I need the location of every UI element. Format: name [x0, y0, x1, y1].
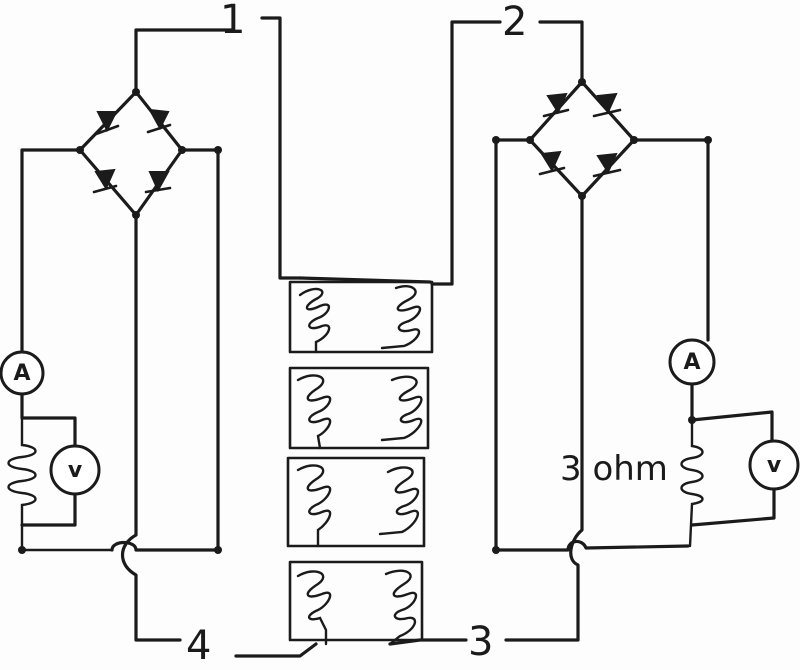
- transformer-stage-2: [288, 366, 430, 450]
- transformer-stage-4: [288, 560, 424, 642]
- left-ammeter-symbol: A: [13, 361, 31, 386]
- left-bridge-diode-1: [94, 111, 120, 136]
- left-circuit: [0, 28, 234, 642]
- left-dc-output-wire: [20, 148, 82, 354]
- right-bridge-diode-2: [592, 92, 622, 118]
- terminal-2-label: 2: [502, 0, 528, 45]
- right-resistor-label: 3 ohm: [560, 449, 668, 489]
- left-bridge-diode-3: [92, 168, 118, 194]
- left-bridge-diode-4: [144, 171, 172, 194]
- right-ac-wire: [430, 20, 502, 286]
- left-resistor: [7, 416, 114, 552]
- left-voltmeter-symbol: v: [67, 458, 83, 483]
- right-bridge-diode-3: [538, 150, 566, 176]
- right-voltmeter-symbol: v: [766, 453, 782, 478]
- right-circuit: [492, 20, 800, 642]
- left-ac-wire: [260, 16, 302, 280]
- right-bridge-diode-4: [592, 152, 622, 178]
- transformer-stage-3: [286, 456, 426, 548]
- terminal-4-label: 4: [186, 623, 212, 669]
- left-bridge-diamond: [78, 90, 184, 217]
- transformer-stack: [286, 276, 434, 646]
- right-bridge-diode-1: [542, 92, 570, 118]
- terminal-1-label: 1: [220, 0, 246, 43]
- left-input-wire-top: [134, 28, 234, 94]
- terminal-3-label: 3: [468, 619, 494, 665]
- right-ammeter-symbol: A: [683, 350, 701, 375]
- left-bridge-diode-2: [146, 108, 172, 134]
- right-bridge-diamond: [528, 80, 636, 198]
- transformer-stage-1: [288, 280, 434, 354]
- right-resistor: [680, 418, 704, 548]
